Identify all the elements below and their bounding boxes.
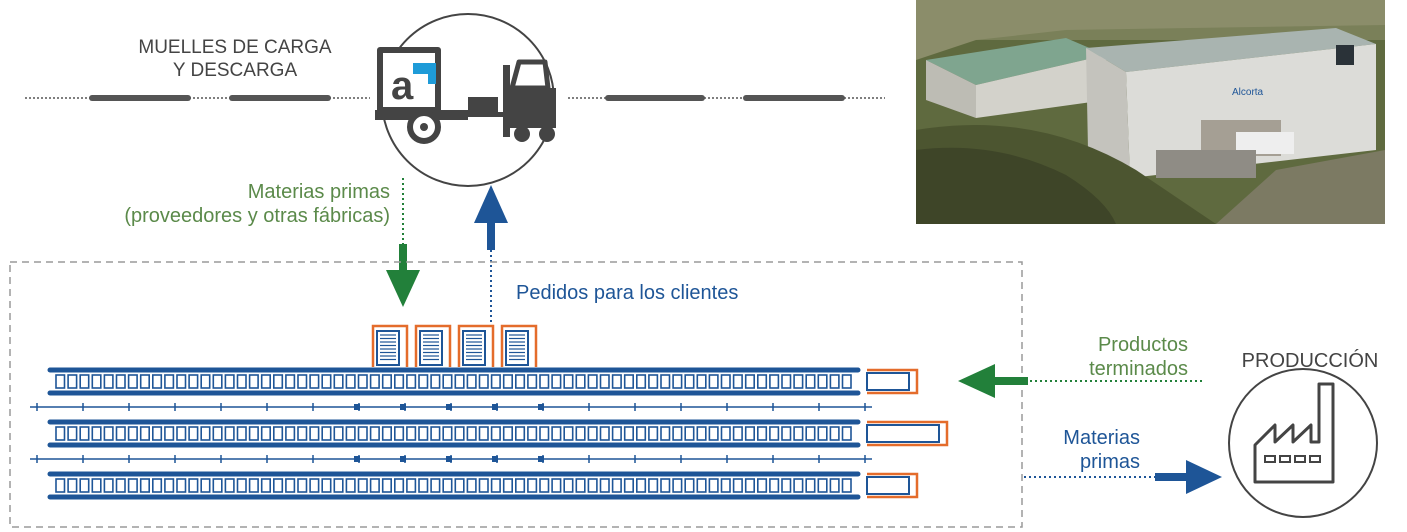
customer-orders-label: Pedidos para los clientes	[516, 282, 739, 304]
truck-icon: a	[375, 47, 468, 144]
loading-docks-circle: a	[375, 13, 556, 187]
output-bay	[866, 420, 949, 447]
logo-letter: a	[391, 64, 414, 108]
warehouse-photo: Alcorta	[916, 0, 1385, 224]
production-label: PRODUCCIÓN	[1241, 350, 1379, 372]
conveyor-rack	[47, 471, 919, 500]
warehouse-boundary	[9, 261, 1023, 528]
finished-products-arrow	[958, 364, 1205, 398]
factory-icon	[1253, 382, 1335, 484]
output-bay	[866, 472, 919, 499]
dock-door	[457, 324, 495, 367]
production-circle	[1228, 368, 1378, 518]
output-bay	[866, 368, 919, 395]
loading-docks-label: MUELLES DE CARGA Y DESCARGA	[85, 37, 385, 83]
loading-docks-label-line2: Y DESCARGA	[172, 59, 298, 81]
photo-sign-text: Alcorta	[1232, 87, 1264, 98]
finished-products-line1: Productos	[1097, 334, 1188, 356]
finished-products-line2: terminados	[1089, 358, 1188, 380]
conveyor-rack	[47, 419, 949, 448]
raw-materials-inbound-line1: Materias primas	[247, 181, 390, 203]
raw-materials-inbound-line2: (proveedores y otras fábricas)	[124, 205, 390, 227]
rail-line	[30, 455, 872, 463]
conveyor-rack	[47, 367, 919, 396]
loading-docks-label-line1: MUELLES DE CARGA	[138, 37, 332, 58]
raw-materials-inbound-arrow	[386, 178, 420, 307]
conveyor-racks	[30, 367, 949, 500]
dock-door	[414, 324, 452, 367]
forklift-icon	[463, 59, 556, 142]
dock-door	[500, 324, 538, 367]
raw-materials-outbound-line1: Materias	[1063, 427, 1140, 449]
raw-materials-outbound-label: Materias primas	[1020, 426, 1140, 474]
rail-line	[30, 403, 872, 411]
raw-materials-inbound-label: Materias primas (proveedores y otras fáb…	[40, 180, 390, 228]
loading-dock-doors	[371, 324, 538, 367]
customer-orders-arrow	[474, 185, 508, 322]
logo-mark	[413, 63, 436, 84]
finished-products-label: Productos terminados	[1040, 333, 1188, 381]
raw-materials-outbound-arrow	[1024, 460, 1222, 494]
dock-door	[371, 324, 409, 367]
raw-materials-outbound-line2: primas	[1079, 451, 1140, 473]
